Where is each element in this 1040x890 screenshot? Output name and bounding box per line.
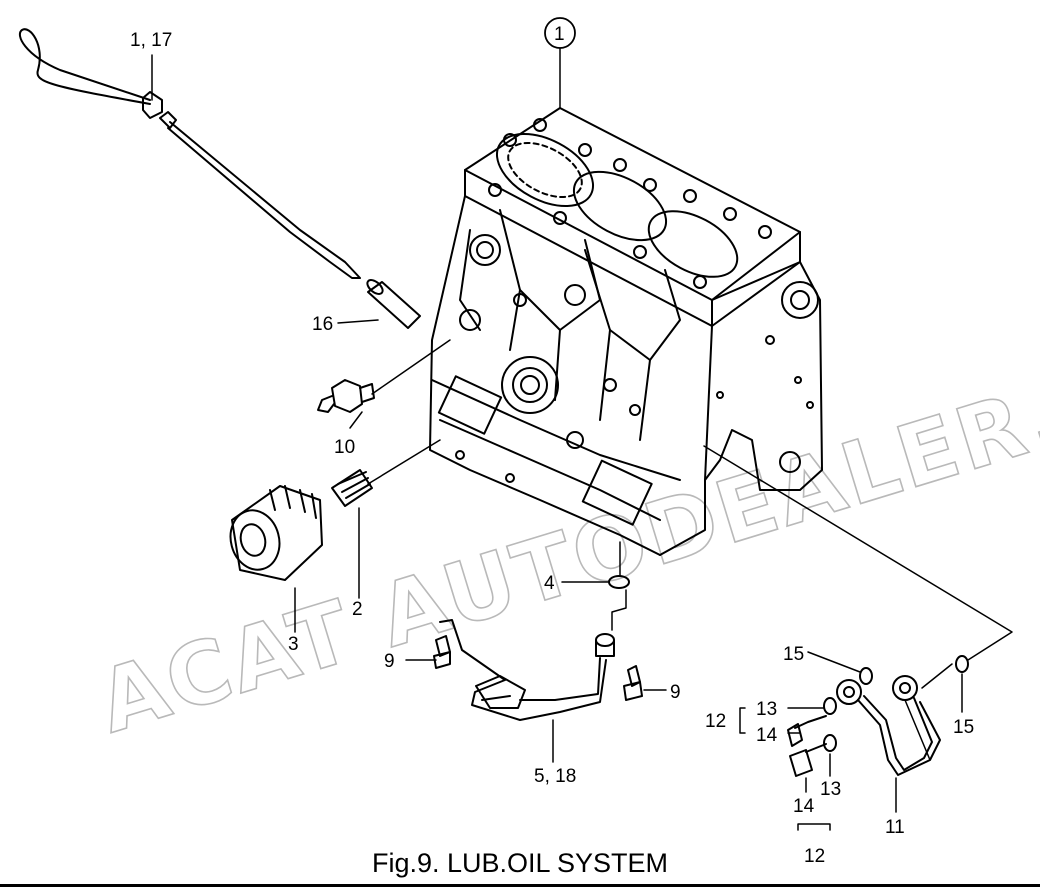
oil-suction-pipe <box>439 619 615 721</box>
label-1-17: 1, 17 <box>130 30 172 51</box>
label-16: 16 <box>312 314 333 335</box>
label-4: 4 <box>544 573 555 594</box>
label-13-top: 13 <box>756 699 777 720</box>
label-15-top: 15 <box>783 644 804 665</box>
leader-lines <box>151 47 1013 831</box>
bolt-14-bottom <box>789 743 827 777</box>
guide-tube <box>366 279 421 329</box>
threaded-nipple <box>331 469 373 507</box>
label-1: 1 <box>554 24 565 45</box>
label-2: 2 <box>352 599 363 620</box>
oil-pressure-switch <box>317 379 375 413</box>
label-5-18: 5, 18 <box>534 766 576 787</box>
washer-15-top <box>859 667 873 685</box>
washer-13-top <box>823 697 837 715</box>
part-labels: 1, 17 1 16 10 2 3 4 9 9 5, 18 15 15 13 1… <box>130 24 974 867</box>
washer-13-bottom <box>823 734 837 752</box>
dipstick <box>18 28 361 279</box>
label-13-bottom: 13 <box>820 779 841 800</box>
oil-pipe <box>836 675 941 776</box>
label-14-bottom: 14 <box>793 796 815 817</box>
label-15-right: 15 <box>953 717 974 738</box>
label-3: 3 <box>288 634 299 655</box>
cylinder-block <box>429 107 823 556</box>
bolt-14-top <box>787 715 827 747</box>
washer-15-right <box>955 655 969 673</box>
label-14-top: 14 <box>756 725 778 746</box>
label-11: 11 <box>885 817 905 838</box>
o-ring <box>608 575 630 589</box>
oil-filter <box>229 485 323 581</box>
bolt-right <box>623 665 643 701</box>
label-9-left: 9 <box>384 651 395 672</box>
bottom-rule <box>0 884 1040 887</box>
label-12-mid: 12 <box>705 711 726 732</box>
callout-circle-1 <box>544 17 576 49</box>
label-9-right: 9 <box>670 682 681 703</box>
figure-caption: Fig.9. LUB.OIL SYSTEM <box>371 848 669 878</box>
label-12-bottom: 12 <box>804 846 825 867</box>
bolt-left <box>433 635 451 669</box>
label-10: 10 <box>334 437 355 458</box>
